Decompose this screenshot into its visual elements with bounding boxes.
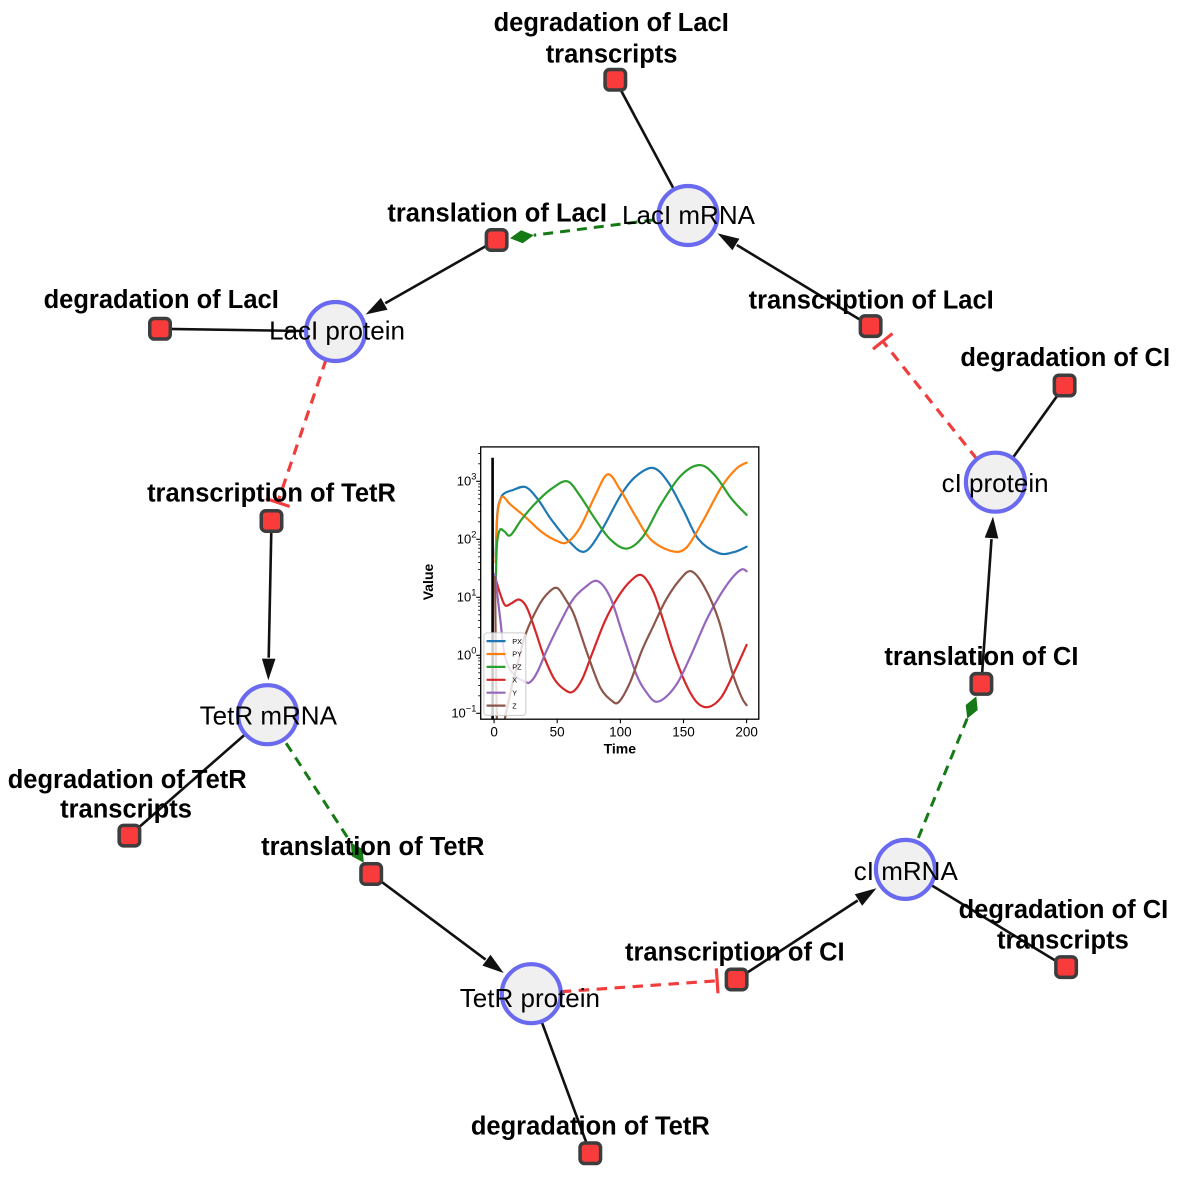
- svg-text:transcription of LacI: transcription of LacI: [749, 287, 994, 315]
- svg-text:translation of TetR: translation of TetR: [261, 833, 484, 861]
- svg-text:translation of LacI: translation of LacI: [387, 199, 607, 227]
- svg-text:degradation of TetR: degradation of TetR: [8, 766, 247, 794]
- svg-text:degradation of TetR: degradation of TetR: [471, 1113, 710, 1141]
- svg-text:PZ: PZ: [512, 663, 522, 672]
- svg-text:translation of CI: translation of CI: [884, 643, 1078, 671]
- svg-text:0: 0: [490, 725, 498, 740]
- svg-text:transcription of CI: transcription of CI: [625, 939, 845, 967]
- svg-text:150: 150: [672, 725, 695, 740]
- svg-text:200: 200: [735, 725, 758, 740]
- svg-text:LacI mRNA: LacI mRNA: [622, 200, 756, 230]
- svg-text:Value: Value: [420, 564, 436, 601]
- svg-text:transcripts: transcripts: [60, 795, 192, 823]
- svg-text:PY: PY: [512, 650, 522, 659]
- svg-text:LacI protein: LacI protein: [269, 316, 405, 346]
- svg-text:TetR protein: TetR protein: [460, 983, 600, 1013]
- svg-text:degradation of CI: degradation of CI: [960, 344, 1170, 372]
- svg-text:transcription of TetR: transcription of TetR: [147, 480, 396, 508]
- svg-text:transcripts: transcripts: [997, 927, 1129, 955]
- svg-text:degradation of LacI: degradation of LacI: [494, 9, 729, 37]
- svg-text:Z: Z: [512, 701, 517, 710]
- svg-text:cI protein: cI protein: [942, 468, 1049, 498]
- svg-text:PX: PX: [512, 637, 522, 646]
- svg-text:Y: Y: [512, 688, 517, 697]
- svg-text:100: 100: [609, 725, 632, 740]
- svg-text:degradation of LacI: degradation of LacI: [44, 286, 279, 314]
- svg-text:transcripts: transcripts: [546, 40, 678, 68]
- svg-text:cI mRNA: cI mRNA: [854, 856, 959, 886]
- svg-text:X: X: [512, 676, 517, 685]
- svg-text:Time: Time: [604, 741, 637, 757]
- svg-text:degradation of CI: degradation of CI: [959, 896, 1169, 924]
- svg-text:50: 50: [550, 725, 565, 740]
- svg-text:TetR mRNA: TetR mRNA: [200, 700, 338, 730]
